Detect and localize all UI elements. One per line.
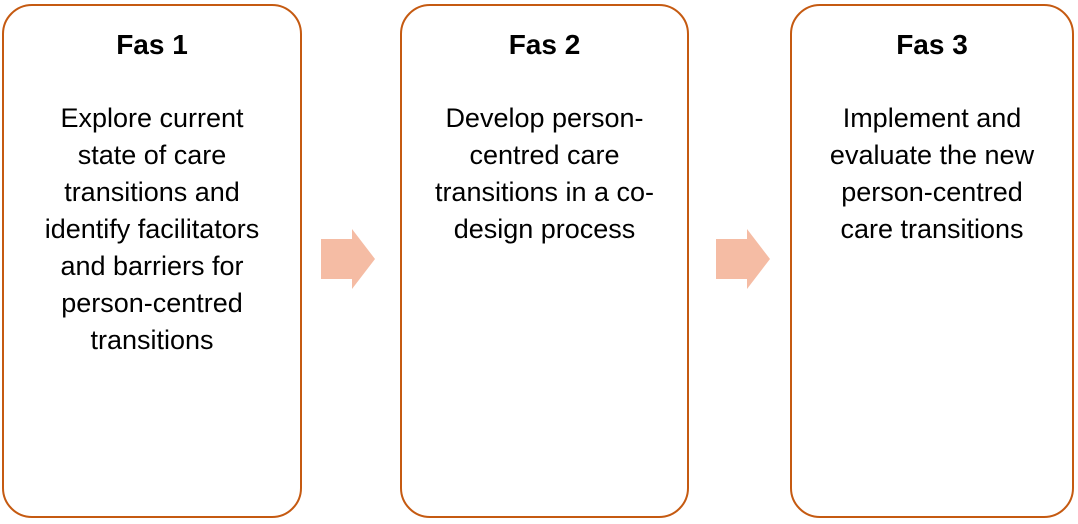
right-arrow-icon xyxy=(321,229,375,289)
phase-box-1: Fas 1 Explore current state of care tran… xyxy=(2,4,302,518)
phase-2-title: Fas 2 xyxy=(508,29,581,60)
right-arrow-shape xyxy=(321,229,375,289)
phase-1-title: Fas 1 xyxy=(116,29,188,60)
phase-3-title: Fas 3 xyxy=(896,29,968,60)
phase-box-3: Fas 3 Implement and evaluate the new per… xyxy=(790,4,1074,518)
right-arrow-shape xyxy=(716,229,770,289)
phase-2-description: Develop person- centred care transitions… xyxy=(434,103,655,244)
phase-box-2: Fas 2 Develop person- centred care trans… xyxy=(400,4,689,518)
phase-3-description: Implement and evaluate the new person-ce… xyxy=(829,103,1035,244)
phase-1-description: Explore current state of care transition… xyxy=(44,103,260,355)
right-arrow-icon xyxy=(716,229,770,289)
